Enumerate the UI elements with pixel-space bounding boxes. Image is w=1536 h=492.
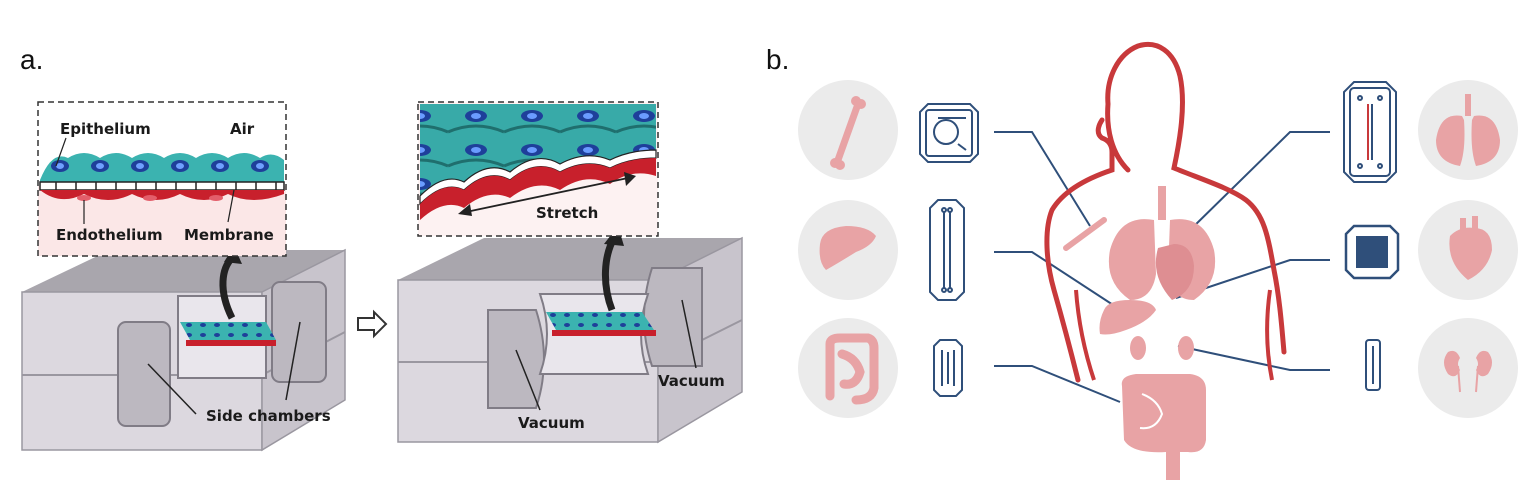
panel-b-label: b.	[766, 44, 790, 75]
inset-right-stretch	[417, 101, 659, 237]
internal-organs	[1063, 186, 1216, 480]
label-epithelium: Epithelium	[60, 120, 151, 138]
panel-a-label: a.	[20, 44, 44, 75]
chip-heart	[1344, 224, 1400, 280]
panel-a-diagram: Side chambers Epithelium Air Endothelium…	[21, 101, 743, 452]
chip-bone	[919, 103, 979, 163]
lung-icon	[1436, 94, 1500, 166]
liver-icon	[819, 226, 876, 270]
circle-intestine	[798, 318, 898, 418]
human-body-outline	[1044, 42, 1287, 383]
panel-a-lung-on-chip: a.	[0, 0, 760, 492]
label-air: Air	[230, 120, 255, 138]
chip-liver	[929, 199, 965, 301]
label-vacuum-right: Vacuum	[658, 372, 725, 390]
chip-intestine	[933, 339, 963, 397]
circle-kidney	[1418, 318, 1518, 418]
device-left	[21, 248, 346, 452]
transition-arrow	[357, 309, 388, 339]
label-vacuum-left: Vacuum	[518, 414, 585, 432]
panel-b-diagram	[798, 42, 1518, 480]
label-stretch: Stretch	[536, 204, 598, 222]
intestine-icon	[825, 333, 879, 405]
heart-icon	[1449, 216, 1492, 280]
chip-lung	[1343, 81, 1397, 183]
label-side-chambers: Side chambers	[206, 407, 331, 425]
kidney-icon	[1444, 350, 1492, 393]
label-membrane: Membrane	[184, 226, 274, 244]
connector-lines	[994, 131, 1330, 403]
bone-icon	[830, 96, 866, 170]
inset-left-tissue	[37, 101, 287, 257]
label-endothelium: Endothelium	[56, 226, 163, 244]
device-right	[397, 236, 743, 444]
panel-b-body-on-chip: b.	[760, 0, 1536, 492]
chip-kidney	[1365, 339, 1381, 391]
